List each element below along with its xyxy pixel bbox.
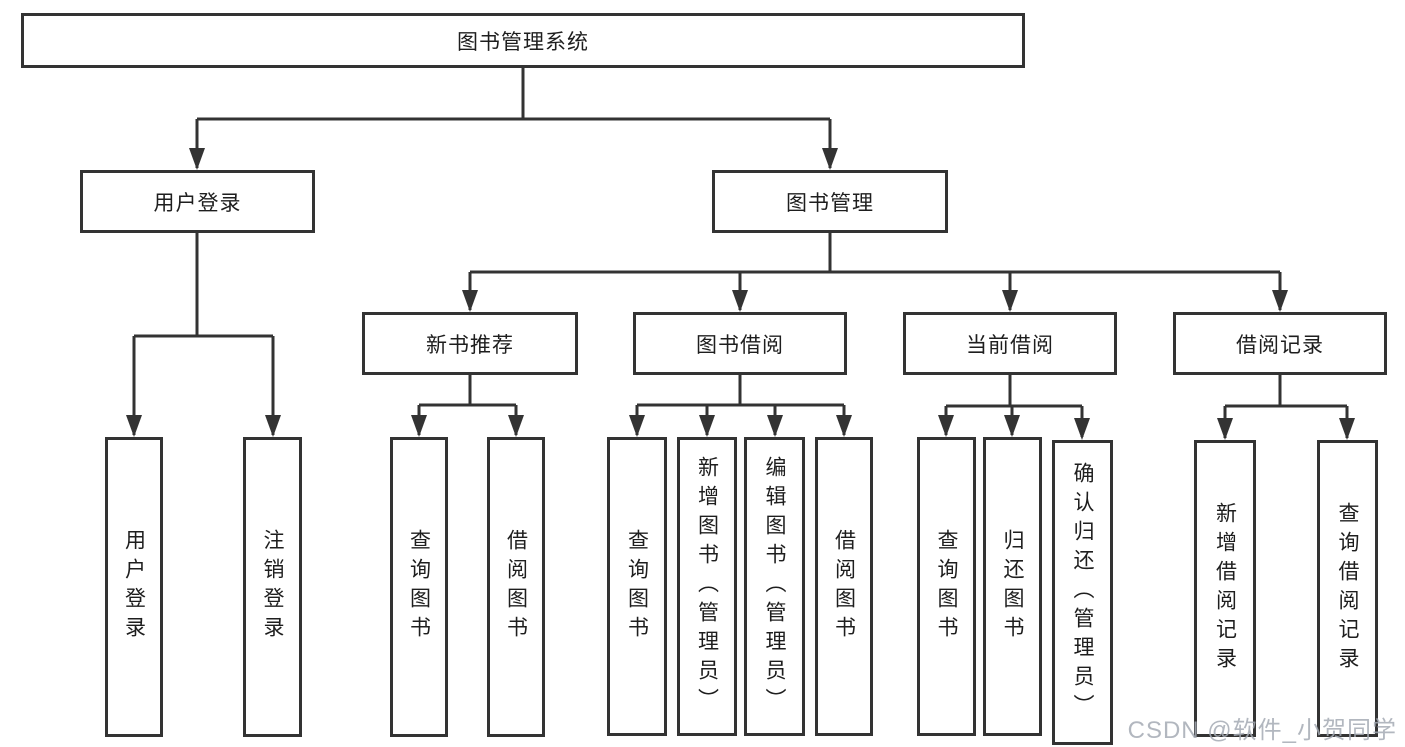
leaf-bor-edit-book-admin: 编辑图书（管理员） [744, 437, 805, 736]
leaf-rec-query-book: 查询图书 [390, 437, 448, 737]
leaf-bor-query-book: 查询图书 [607, 437, 667, 736]
leaf-cur-return-book-label: 归还图书 [1001, 528, 1024, 645]
node-root-system: 图书管理系统 [21, 13, 1025, 68]
leaf-bor-add-book-admin-label: 新增图书（管理员） [695, 456, 719, 717]
node-new-book-recommend: 新书推荐 [362, 312, 578, 375]
leaf-log-query-record-label: 查询借阅记录 [1336, 501, 1359, 676]
csdn-watermark: CSDN @软件_小贺同学 [1127, 717, 1397, 744]
leaf-cur-confirm-return-admin: 确认归还（管理员） [1052, 440, 1113, 745]
leaf-bor-add-book-admin: 新增图书（管理员） [677, 437, 737, 736]
node-borrow-record: 借阅记录 [1173, 312, 1387, 375]
leaf-rec-query-book-label: 查询图书 [407, 529, 431, 645]
leaf-bor-query-book-label: 查询图书 [625, 528, 649, 645]
leaf-bor-borrow-book: 借阅图书 [815, 437, 873, 736]
leaf-cur-confirm-return-admin-label: 确认归还（管理员） [1071, 462, 1094, 723]
leaf-log-add-record-label: 新增借阅记录 [1213, 501, 1237, 676]
leaf-cur-query-book: 查询图书 [917, 437, 976, 736]
leaf-rec-borrow-book: 借阅图书 [487, 437, 545, 737]
leaf-logout-label: 注销登录 [261, 529, 284, 645]
node-current-borrow: 当前借阅 [903, 312, 1117, 375]
node-book-management: 图书管理 [712, 170, 948, 233]
node-user-login: 用户登录 [80, 170, 315, 233]
leaf-cur-return-book: 归还图书 [983, 437, 1042, 736]
leaf-logout: 注销登录 [243, 437, 302, 737]
leaf-log-add-record: 新增借阅记录 [1194, 440, 1256, 737]
node-book-borrow: 图书借阅 [633, 312, 847, 375]
leaf-log-query-record: 查询借阅记录 [1317, 440, 1378, 737]
arrowheads [126, 148, 1355, 440]
leaf-bor-borrow-book-label: 借阅图书 [832, 528, 856, 645]
leaf-rec-borrow-book-label: 借阅图书 [504, 529, 528, 645]
leaf-cur-query-book-label: 查询图书 [935, 528, 958, 645]
leaf-user-login: 用户登录 [105, 437, 163, 737]
leaf-user-login-label: 用户登录 [122, 529, 146, 645]
leaf-bor-edit-book-admin-label: 编辑图书（管理员） [763, 456, 786, 717]
